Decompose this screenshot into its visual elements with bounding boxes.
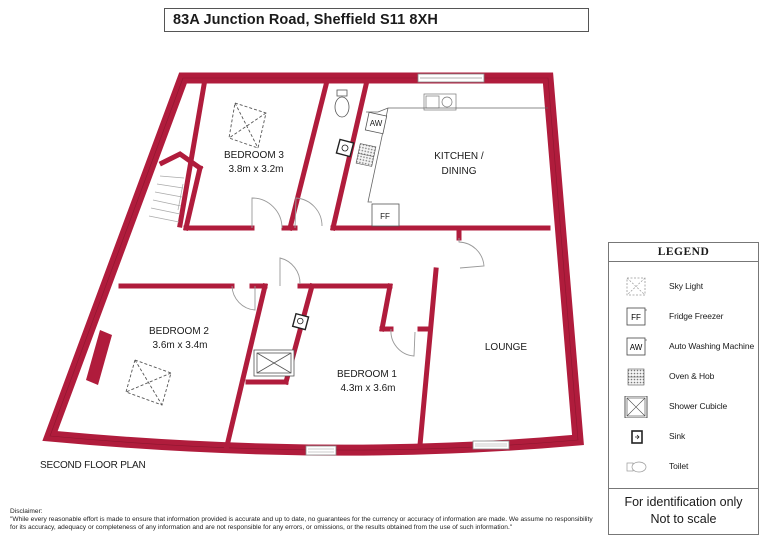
sky-light-icon	[228, 102, 267, 149]
svg-text:AW: AW	[630, 343, 643, 352]
svg-text:AW: AW	[370, 119, 383, 128]
legend-label: Sky Light	[669, 281, 704, 291]
toilet-icon	[626, 461, 647, 473]
legend-item-oven-hob: Oven & Hob	[609, 366, 759, 388]
legend-items: Sky Light FF Fridge Freezer AW Auto Wash…	[609, 262, 758, 490]
shower-cubicle-icon	[624, 396, 648, 418]
doors	[231, 197, 485, 357]
legend-title: LEGEND	[609, 243, 758, 262]
legend-item-toilet: Toilet	[609, 456, 759, 478]
washing-machine-icon: AW	[626, 337, 647, 356]
legend-label: Oven & Hob	[669, 371, 715, 381]
svg-text:FF: FF	[631, 313, 641, 322]
stairs	[148, 175, 185, 223]
svg-text:4.3m x 3.6m: 4.3m x 3.6m	[340, 383, 395, 394]
room-label-bedroom-3: BEDROOM 3 3.8m x 3.2m	[224, 150, 284, 175]
legend-item-auto-washing-machine: AW Auto Washing Machine	[609, 336, 759, 358]
svg-text:FF: FF	[380, 212, 390, 221]
legend: LEGEND Sky Light FF Fridge Freezer AW	[608, 242, 759, 535]
legend-label: Sink	[669, 431, 686, 441]
disclaimer-text: "While every reasonable effort is made t…	[10, 516, 593, 532]
windows	[305, 73, 510, 456]
washing-machine-icon: AW	[364, 111, 388, 135]
legend-item-fridge-freezer: FF Fridge Freezer	[609, 306, 759, 328]
chimney-breast	[86, 330, 112, 385]
sink-icon	[335, 138, 355, 158]
room-label-lounge: LOUNGE	[485, 342, 528, 353]
floor-label: SECOND FLOOR PLAN	[40, 460, 146, 471]
identification-note: For identification only	[624, 495, 743, 509]
fridge-freezer-icon: FF	[371, 203, 400, 227]
legend-item-sky-light: Sky Light	[609, 276, 759, 298]
interior-walls	[118, 81, 551, 454]
room-label-bedroom-2: BEDROOM 2 3.6m x 3.4m	[149, 326, 209, 351]
legend-item-sink: Sink	[609, 426, 759, 448]
disclaimer: Disclaimer: "While every reasonable effo…	[10, 508, 600, 533]
legend-label: Fridge Freezer	[669, 311, 724, 321]
sink-icon	[291, 312, 310, 331]
svg-text:LOUNGE: LOUNGE	[485, 342, 528, 353]
legend-item-shower-cubicle: Shower Cubicle	[609, 396, 759, 418]
svg-text:3.8m x 3.2m: 3.8m x 3.2m	[228, 164, 283, 175]
disclaimer-heading: Disclaimer:	[10, 508, 43, 515]
legend-label: Shower Cubicle	[669, 401, 728, 411]
fridge-freezer-icon: FF	[626, 307, 647, 326]
scale-note: Not to scale	[650, 512, 717, 526]
toilet-icon	[334, 89, 350, 118]
oven-hob-icon	[627, 368, 645, 386]
sky-light-icon	[626, 277, 646, 296]
svg-text:BEDROOM 1: BEDROOM 1	[337, 369, 397, 380]
page-title: 83A Junction Road, Sheffield S11 8XH	[173, 12, 438, 28]
room-label-kitchen-dining: KITCHEN / DINING	[434, 151, 484, 177]
kitchen-sink-icon	[423, 93, 457, 111]
svg-text:3.6m x 3.4m: 3.6m x 3.4m	[152, 340, 207, 351]
svg-text:BEDROOM 3: BEDROOM 3	[224, 150, 284, 161]
kitchen-worktop	[366, 107, 548, 203]
oven-hob-icon	[355, 143, 377, 167]
legend-footer: For identification only Not to scale	[609, 488, 758, 534]
svg-text:KITCHEN /: KITCHEN /	[434, 151, 484, 162]
shower-cubicle-icon	[253, 349, 295, 377]
room-label-bedroom-1: BEDROOM 1 4.3m x 3.6m	[337, 369, 397, 394]
legend-label: Toilet	[669, 461, 689, 471]
title-box: 83A Junction Road, Sheffield S11 8XH	[164, 8, 589, 32]
legend-label: Auto Washing Machine	[669, 341, 755, 351]
sink-icon	[631, 430, 643, 444]
sky-light-icon	[125, 359, 172, 406]
svg-text:BEDROOM 2: BEDROOM 2	[149, 326, 209, 337]
svg-text:DINING: DINING	[442, 166, 477, 177]
